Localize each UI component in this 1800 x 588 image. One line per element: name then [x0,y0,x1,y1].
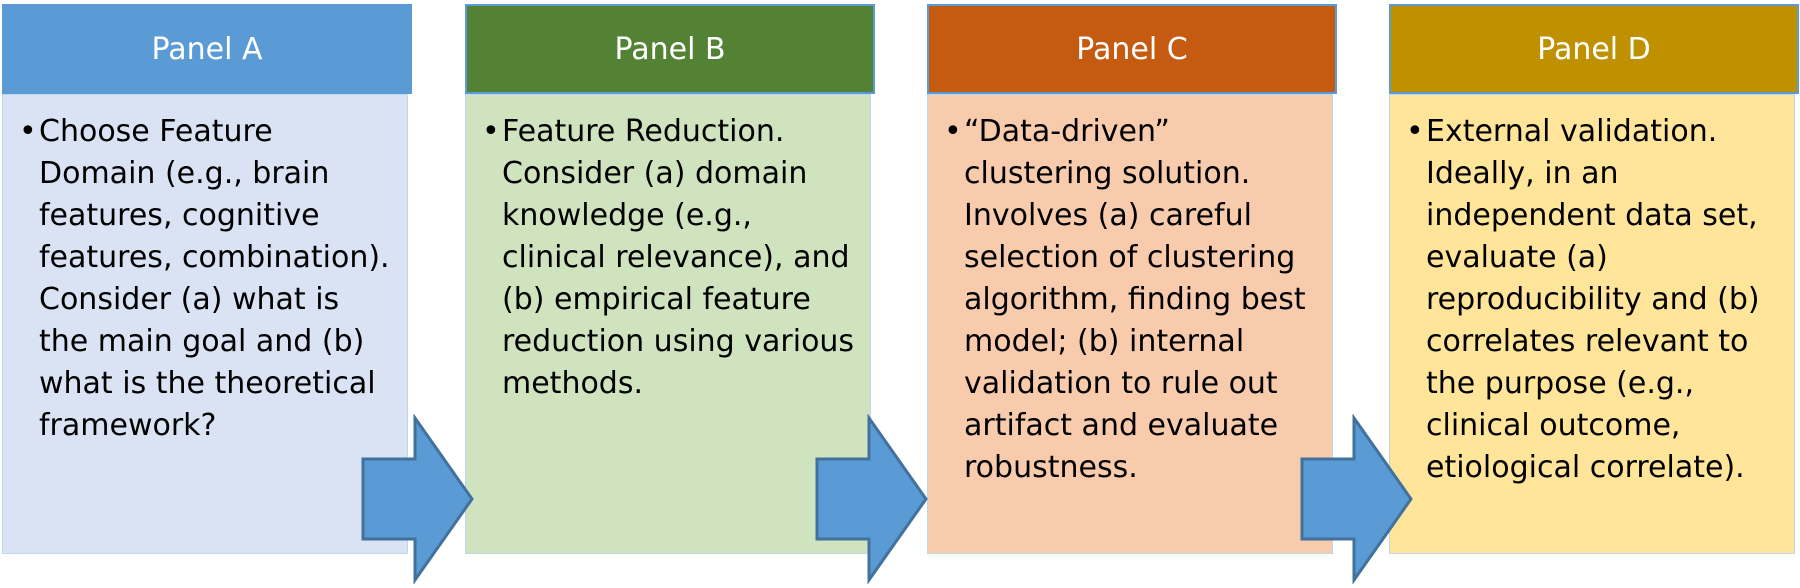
arrow-right-icon [361,414,474,584]
panel-c: Panel C • “Data-driven” clustering solut… [927,4,1337,556]
panel-d-header: Panel D [1389,4,1799,94]
panel-a-text: Choose Feature Domain (e.g., brain featu… [39,114,390,443]
panel-d-body: • External validation. Ideally, in an in… [1389,94,1795,554]
panel-d: Panel D • External validation. Ideally, … [1389,4,1799,556]
panel-c-text: “Data-driven” clustering solution. Invol… [964,114,1306,485]
bullet-marker: • [482,114,500,149]
arrow-right-icon [1300,414,1413,584]
arrow-b-to-c [815,414,928,584]
panel-b-body: • Feature Reduction. Consider (a) domain… [465,94,871,554]
arrow-right-icon [815,414,928,584]
bullet-marker: • [1406,114,1424,149]
panel-a-header: Panel A [2,4,412,94]
arrow-c-to-d [1300,414,1413,584]
panel-a: Panel A • Choose Feature Domain (e.g., b… [2,4,412,556]
bullet-marker: • [944,114,962,149]
panel-c-bullet-row: • “Data-driven” clustering solution. Inv… [944,111,1320,489]
panel-a-body: • Choose Feature Domain (e.g., brain fea… [2,94,408,554]
panel-b: Panel B • Feature Reduction. Consider (a… [465,4,875,556]
panel-c-title: Panel C [1076,31,1188,67]
panel-b-bullet-row: • Feature Reduction. Consider (a) domain… [482,111,858,405]
panel-a-bullet-row: • Choose Feature Domain (e.g., brain fea… [19,111,395,447]
panel-c-header: Panel C [927,4,1337,94]
panel-b-header: Panel B [465,4,875,94]
panel-b-text: Feature Reduction. Consider (a) domain k… [502,114,855,401]
panel-b-title: Panel B [614,31,726,67]
panel-d-bullet-row: • External validation. Ideally, in an in… [1406,111,1782,489]
panel-c-body: • “Data-driven” clustering solution. Inv… [927,94,1333,554]
panel-a-title: Panel A [151,31,263,67]
panel-d-title: Panel D [1537,31,1651,67]
panel-d-text: External validation. Ideally, in an inde… [1426,114,1760,485]
arrow-a-to-b [361,414,474,584]
bullet-marker: • [19,114,37,149]
